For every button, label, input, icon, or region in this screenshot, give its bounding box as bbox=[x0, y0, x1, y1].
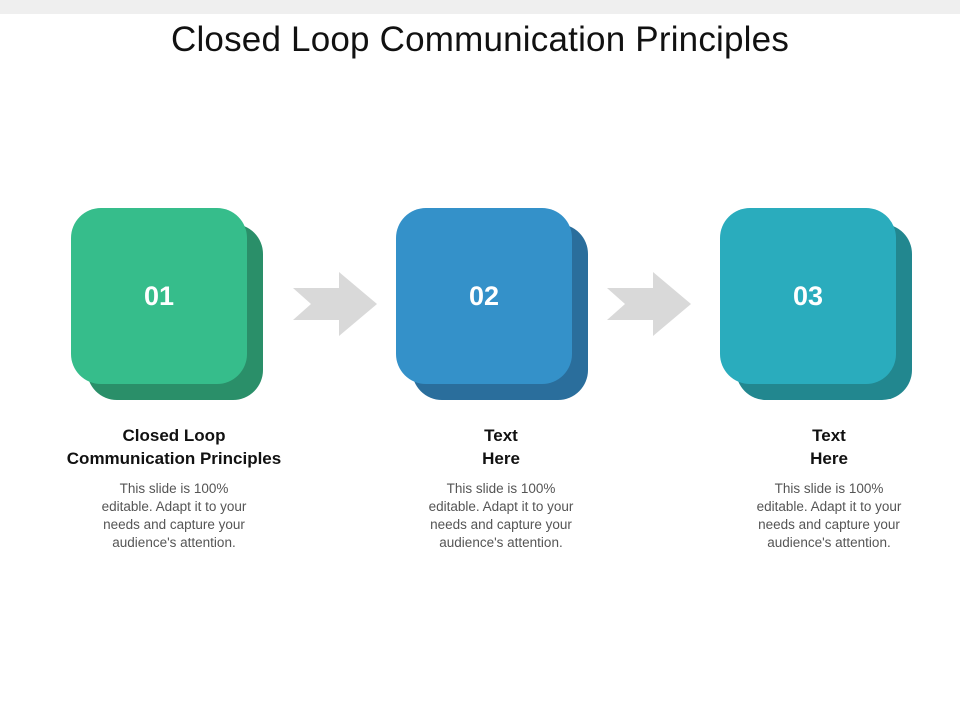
step-02-number: 02 bbox=[468, 280, 500, 311]
step-02-title-line1: Text bbox=[484, 426, 518, 445]
step-01-desc-line3: needs and capture your bbox=[103, 517, 245, 532]
step-01-title-line1: Closed Loop bbox=[122, 426, 226, 445]
step-01-title-line2: Communication Principles bbox=[66, 449, 282, 468]
step-02-desc-line4: audience's attention. bbox=[439, 535, 563, 550]
step-03-box: 03 bbox=[720, 208, 896, 384]
step-03-desc-line1: This slide is 100% bbox=[774, 481, 884, 496]
arrow-right-icon bbox=[607, 272, 691, 336]
step-03-desc-line4: audience's attention. bbox=[767, 535, 891, 550]
step-03-desc-line2: editable. Adapt it to your bbox=[756, 499, 902, 514]
step-02-desc-line1: This slide is 100% bbox=[446, 481, 556, 496]
step-02-desc-line2: editable. Adapt it to your bbox=[428, 499, 574, 514]
top-strip bbox=[0, 0, 960, 14]
step-03-title-line1: Text bbox=[812, 426, 846, 445]
step-02-title: Text Here bbox=[401, 424, 601, 470]
step-01-desc-line1: This slide is 100% bbox=[119, 481, 229, 496]
step-01-title: Closed Loop Communication Principles bbox=[34, 424, 314, 470]
step-02-description: This slide is 100% editable. Adapt it to… bbox=[401, 480, 601, 552]
step-01-description: This slide is 100% editable. Adapt it to… bbox=[74, 480, 274, 552]
step-01-number: 01 bbox=[143, 280, 175, 311]
step-01-desc-line2: editable. Adapt it to your bbox=[101, 499, 247, 514]
slide-title: Closed Loop Communication Principles bbox=[170, 20, 790, 59]
step-03-description: This slide is 100% editable. Adapt it to… bbox=[729, 480, 929, 552]
step-03-title-line2: Here bbox=[810, 449, 848, 468]
step-03-number: 03 bbox=[792, 280, 824, 311]
step-03-desc-line3: needs and capture your bbox=[758, 517, 900, 532]
step-01-desc-line4: audience's attention. bbox=[112, 535, 236, 550]
step-01-box: 01 bbox=[71, 208, 247, 384]
step-03-title: Text Here bbox=[729, 424, 929, 470]
step-02-title-line2: Here bbox=[482, 449, 520, 468]
arrow-right-icon bbox=[293, 272, 377, 336]
step-02-desc-line3: needs and capture your bbox=[430, 517, 572, 532]
step-02-box: 02 bbox=[396, 208, 572, 384]
